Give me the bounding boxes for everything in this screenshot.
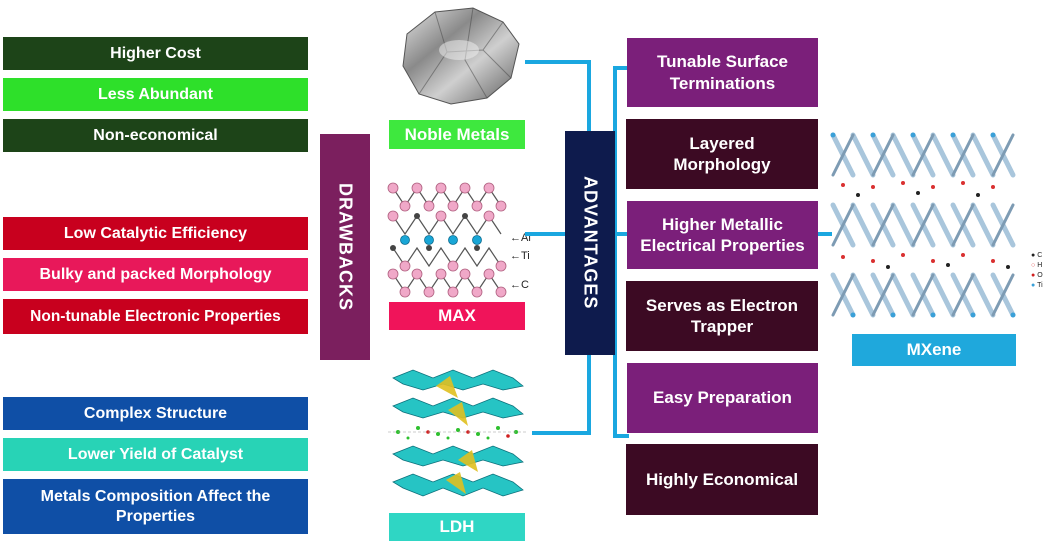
mxene-label: MXene xyxy=(852,334,1016,366)
legend-ti-text: Ti xyxy=(1037,282,1043,289)
legend-h-text: H xyxy=(1037,262,1043,269)
legend-o: ● O xyxy=(1031,272,1043,279)
max-atom-c-label: ←C xyxy=(510,279,529,291)
legend-o-text: O xyxy=(1037,272,1043,279)
connector-ldh-h xyxy=(532,431,590,435)
drawback-higher-cost: Higher Cost xyxy=(3,37,308,70)
advantage-higher-metallic: Higher Metallic Electrical Properties xyxy=(627,201,818,269)
connector-ldh-v xyxy=(587,353,591,435)
max-al-text: Al xyxy=(521,232,531,244)
drawback-metals-composition: Metals Composition Affect the Properties xyxy=(3,479,308,534)
drawback-non-tunable-electronic: Non-tunable Electronic Properties xyxy=(3,299,308,334)
drawback-low-catalytic-efficiency: Low Catalytic Efficiency xyxy=(3,217,308,250)
max-atom-al-label: ←Al xyxy=(510,232,531,244)
legend-ti: ● Ti xyxy=(1031,282,1043,289)
max-c-text: C xyxy=(521,279,529,291)
noble-metal-image xyxy=(402,7,520,105)
connector-max-h xyxy=(525,232,567,236)
advantage-tunable-surface: Tunable Surface Terminations xyxy=(627,38,818,107)
noble-metals-label: Noble Metals xyxy=(389,120,525,149)
drawbacks-title: DRAWBACKS xyxy=(335,183,356,311)
max-structure-image xyxy=(387,182,507,298)
legend-c: ● C xyxy=(1031,252,1043,259)
advantage-layered-morphology: Layered Morphology xyxy=(626,119,818,189)
ldh-label: LDH xyxy=(389,513,525,541)
advantage-easy-preparation: Easy Preparation xyxy=(627,363,818,433)
advantages-title: ADVANTAGES xyxy=(580,176,601,310)
ldh-structure-image xyxy=(388,369,528,497)
connector-mxene-h xyxy=(818,232,832,236)
drawback-bulky-morphology: Bulky and packed Morphology xyxy=(3,258,308,291)
drawback-less-abundant: Less Abundant xyxy=(3,78,308,111)
drawback-complex-structure: Complex Structure xyxy=(3,397,308,430)
legend-c-text: C xyxy=(1037,252,1043,259)
mxene-structure-image xyxy=(830,132,1016,318)
connector-noble-v xyxy=(587,60,591,132)
drawback-lower-yield: Lower Yield of Catalyst xyxy=(3,438,308,471)
connector-adv-mid-h xyxy=(615,232,629,236)
legend-h: ○ H xyxy=(1031,262,1043,269)
advantage-highly-economical: Highly Economical xyxy=(626,444,818,515)
advantages-bar: ADVANTAGES xyxy=(565,131,615,355)
max-ti-text: Ti xyxy=(521,250,530,262)
connector-adv-easy-h xyxy=(615,434,629,438)
connector-adv-v xyxy=(613,66,617,438)
drawback-non-economical: Non-economical xyxy=(3,119,308,152)
drawbacks-bar: DRAWBACKS xyxy=(320,134,370,360)
advantage-electron-trapper: Serves as Electron Trapper xyxy=(626,281,818,351)
connector-adv-tunable-h xyxy=(615,66,627,70)
connector-noble-h xyxy=(525,60,590,64)
max-label: MAX xyxy=(389,302,525,330)
max-atom-ti-label: ←Ti xyxy=(510,250,530,262)
